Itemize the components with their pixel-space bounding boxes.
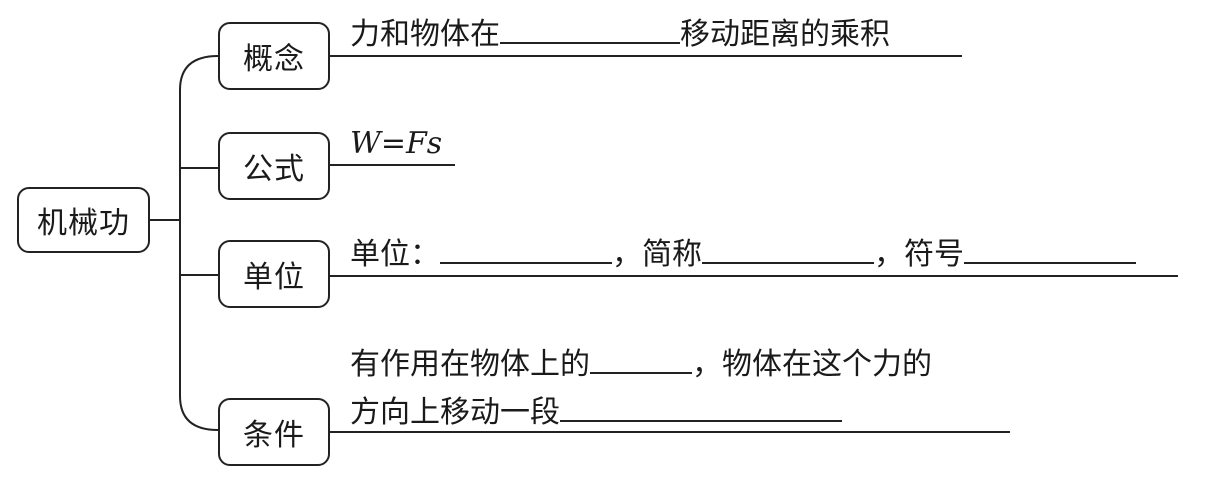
condition-line1-before: 有作用在物体上的: [350, 347, 590, 382]
formula-node: 公式: [218, 132, 330, 200]
condition-text-line2: 方向上移动一段: [350, 392, 842, 431]
unit-text: 单位： ，简称 ，符号: [350, 234, 1136, 273]
concept-node: 概念: [218, 22, 330, 90]
root-node: 机械功: [17, 187, 150, 253]
concept-text-after: 移动距离的乘积: [680, 17, 890, 52]
concept-text-before: 力和物体在: [350, 17, 500, 52]
trunk-line: [179, 55, 219, 431]
condition-label: 条件: [243, 418, 305, 453]
condition-force-blank[interactable]: [590, 344, 692, 374]
condition-line1-after: ，物体在这个力的: [692, 347, 932, 382]
root-label: 机械功: [37, 206, 130, 241]
concept-blank[interactable]: [500, 14, 680, 44]
concept-label: 概念: [243, 42, 305, 77]
unit-label: 单位: [243, 260, 305, 295]
formula-label: 公式: [243, 152, 305, 187]
formula-text: W=Fs: [350, 126, 443, 161]
condition-distance-blank[interactable]: [560, 392, 842, 422]
unit-prefix: 单位：: [350, 237, 440, 272]
unit-symbol-blank[interactable]: [964, 234, 1136, 264]
unit-abbr-label: ，简称: [612, 237, 702, 272]
unit-node: 单位: [218, 240, 330, 308]
unit-abbr-blank[interactable]: [702, 234, 874, 264]
condition-text-line1: 有作用在物体上的 ，物体在这个力的: [350, 344, 932, 383]
concept-text: 力和物体在 移动距离的乘积: [350, 14, 890, 53]
condition-line2-before: 方向上移动一段: [350, 395, 560, 430]
condition-node: 条件: [218, 398, 330, 466]
unit-name-blank[interactable]: [440, 234, 612, 264]
unit-symbol-label: ，符号: [874, 237, 964, 272]
